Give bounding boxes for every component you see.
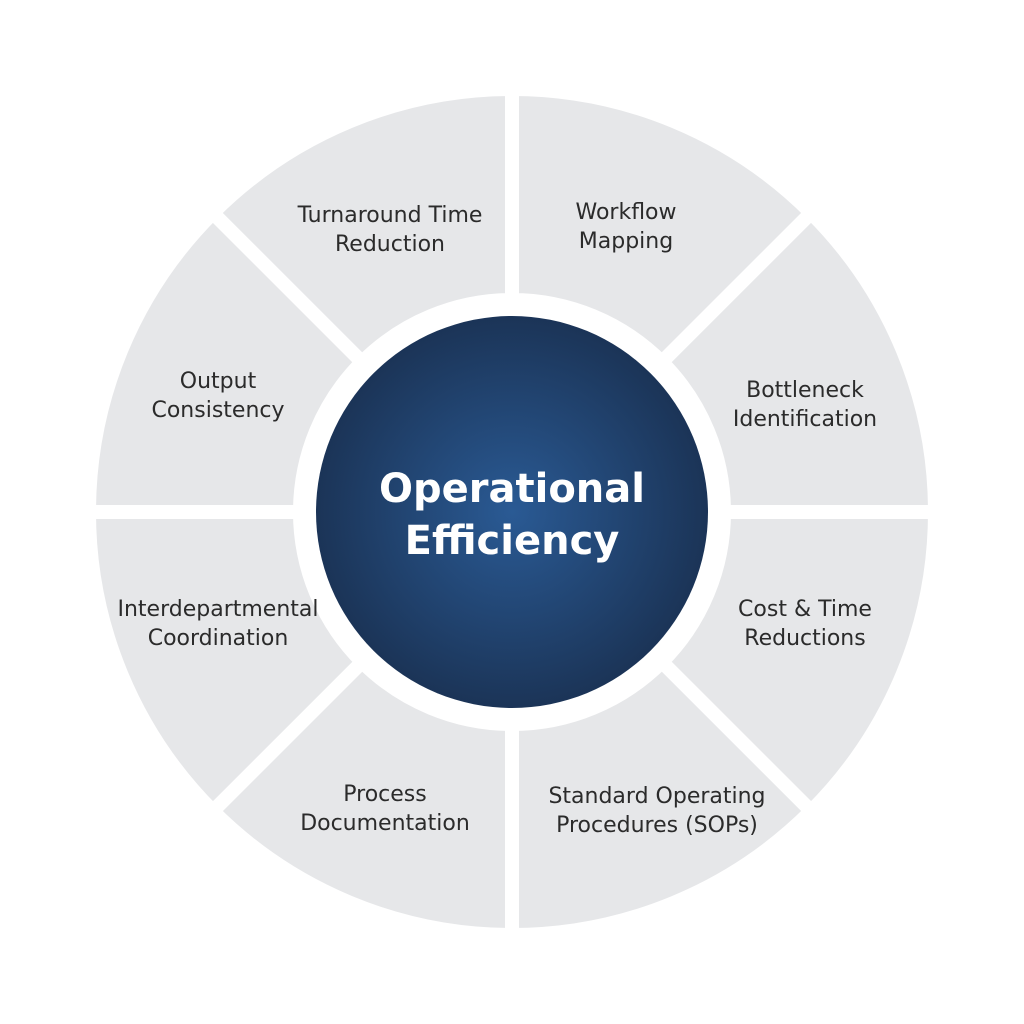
segments-group [82,82,942,942]
segment-label-bottleneck-identification: Bottleneck Identification [732,378,878,432]
segment-label-process-documentation: Process Documentation [300,782,470,836]
segment-output-consistency [82,205,370,519]
segment-label-cost-time-reductions: Cost & Time Reductions [738,597,872,651]
center-circle [316,316,708,708]
segment-label-sops: Standard Operating Procedures (SOPs) [548,784,766,838]
segment-cost-time-reductions [654,505,942,819]
segment-label-interdepartmental-coordination: Interdepartmental Coordination [117,597,319,651]
segment-label-workflow-mapping: Workflow Mapping [575,200,677,254]
segment-interdepartmental-coordination [82,505,370,819]
segment-turnaround-time-reduction [205,82,519,370]
segment-process-documentation [205,654,519,942]
segment-sops [505,654,819,942]
segment-bottleneck-identification [654,205,942,519]
segment-label-turnaround-time-reduction: Turnaround Time Reduction [297,203,483,257]
segment-label-output-consistency: Output Consistency [151,369,285,423]
center-title: Operational Efficiency [379,466,645,564]
segment-workflow-mapping [505,82,819,370]
